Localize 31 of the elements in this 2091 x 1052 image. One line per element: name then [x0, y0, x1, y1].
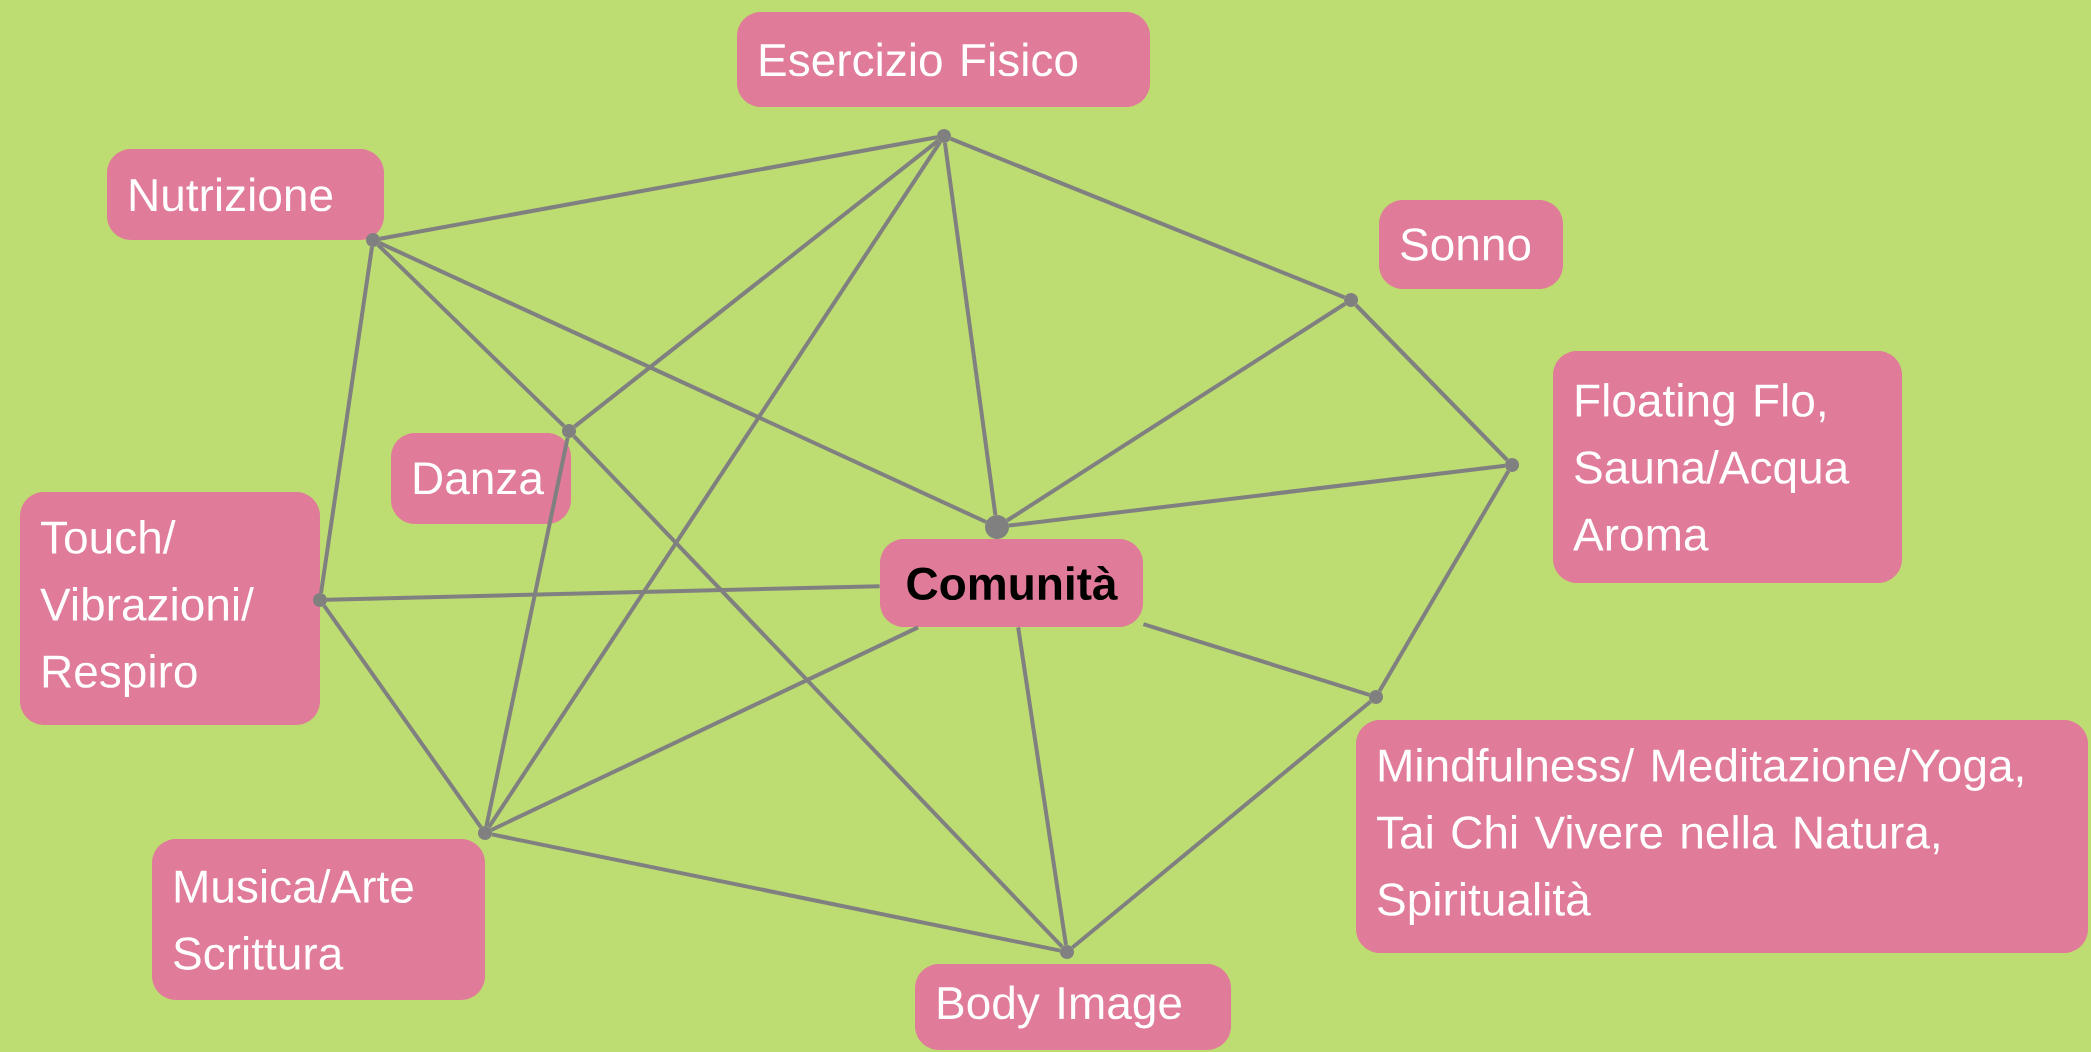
- connector-line: [376, 243, 566, 428]
- connector-line: [572, 434, 1064, 949]
- connector-line: [1016, 627, 1068, 946]
- label-box: Comunità: [880, 539, 1143, 627]
- connector-line: [484, 437, 570, 827]
- label-box: Musica/Arte Scrittura: [152, 839, 485, 1000]
- connector-line: [573, 138, 940, 429]
- connector-line: [1071, 699, 1372, 950]
- connector-line: [1142, 622, 1370, 697]
- connector-line: [1377, 470, 1511, 692]
- label-box: Body Image: [915, 964, 1231, 1050]
- label-box: Nutrizione: [107, 149, 384, 240]
- label-box: Sonno: [1379, 200, 1563, 289]
- connector-line: [326, 584, 880, 602]
- connector-line: [487, 140, 942, 829]
- label-box: Mindfulness/ Meditazione/Yoga, Tai Chi Vivere nella Natura, Spiritualità: [1356, 720, 2089, 953]
- label-box: Danza: [391, 433, 571, 524]
- connector-line: [942, 142, 998, 516]
- connector-line: [490, 625, 919, 832]
- label-box: Touch/ Vibrazioni/ Respiro: [20, 492, 320, 725]
- label-box: Floating Flo, Sauna/Acqua Aroma: [1553, 351, 1903, 583]
- connector-line: [491, 832, 1061, 953]
- connector-line: [1006, 302, 1347, 523]
- connector-line: [319, 246, 374, 594]
- connector-line: [949, 136, 1346, 300]
- label-box: Esercizio Fisico: [737, 12, 1150, 107]
- connector-line: [1008, 463, 1506, 528]
- connector-line: [1354, 303, 1509, 462]
- connector-line: [378, 241, 987, 524]
- connector-line: [379, 135, 938, 241]
- connector-line: [322, 604, 483, 829]
